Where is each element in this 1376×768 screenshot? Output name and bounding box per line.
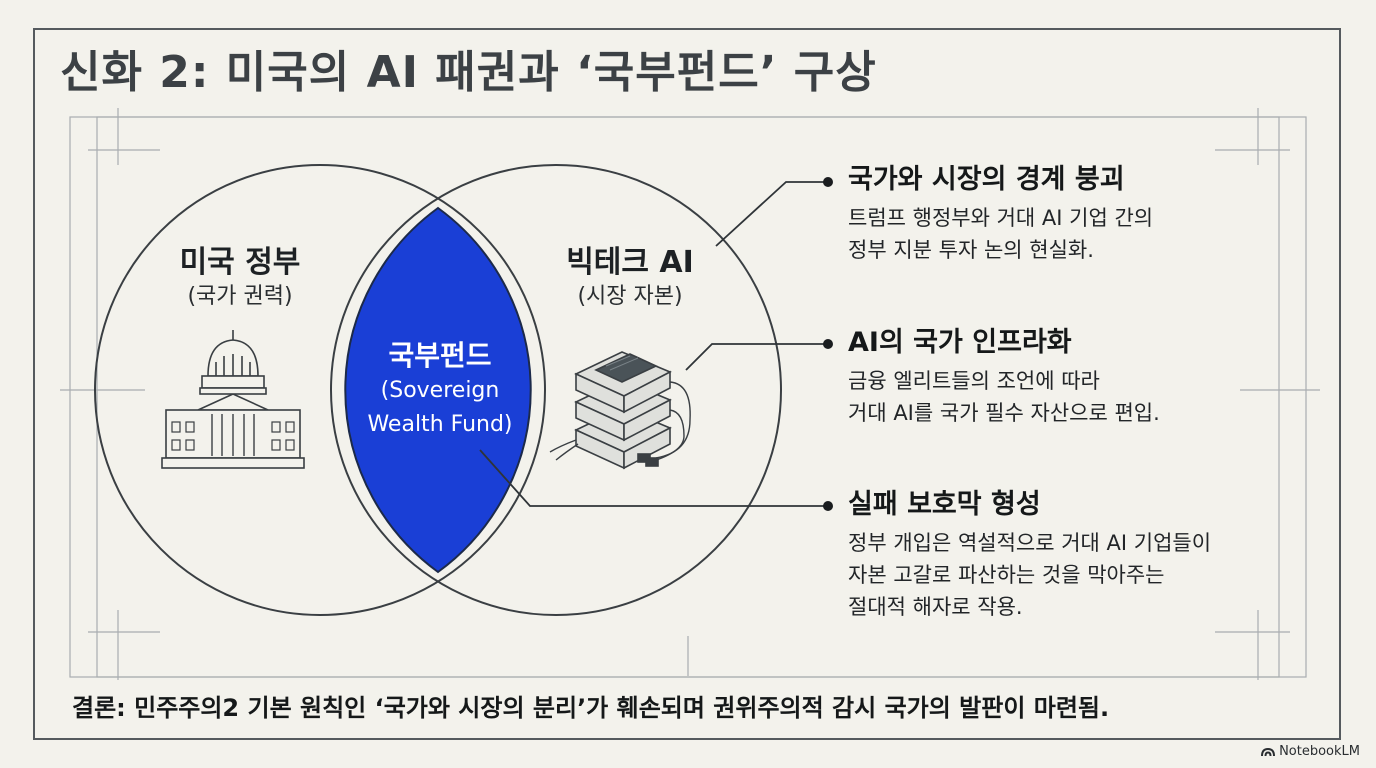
- outer-frame: [33, 28, 1341, 740]
- guide-rect-inner: [96, 116, 1280, 678]
- brand-name: NotebookLM: [1279, 744, 1360, 759]
- blueprint-guides: [60, 108, 1320, 680]
- government-label: 미국 정부 (국가 권력): [150, 244, 330, 312]
- point-3-line-1: 정부 개입은 역설적으로 거대 AI 기업들이: [848, 531, 1212, 555]
- callout-dot-2: [823, 339, 833, 349]
- point-2-line-1: 금융 엘리트들의 조언에 따라: [848, 369, 1100, 393]
- sovereign-fund-label: 국부펀드 (Sovereign Wealth Fund): [330, 338, 550, 442]
- sovereign-fund-title: 국부펀드: [388, 339, 492, 372]
- point-2-line-2: 거대 AI를 국가 필수 자산으로 편입.: [848, 401, 1160, 425]
- point-2-body: 금융 엘리트들의 조언에 따라 거대 AI를 국가 필수 자산으로 편입.: [848, 365, 1160, 429]
- bigtech-circle: [330, 164, 782, 616]
- notebooklm-logo-icon: [1261, 747, 1276, 756]
- conclusion-text: 결론: 민주주의2 기본 원칙인 ‘국가와 시장의 분리’가 훼손되며 권위주의…: [72, 694, 1110, 722]
- government-subtitle: (국가 권력): [187, 284, 293, 309]
- callout-line-1: [715, 181, 826, 247]
- point-2: AI의 국가 인프라화 금융 엘리트들의 조언에 따라 거대 AI를 국가 필수…: [848, 325, 1160, 429]
- point-1-line-1: 트럼프 행정부와 거대 AI 기업 간의: [848, 206, 1154, 230]
- callout-line-3: [479, 449, 826, 507]
- bigtech-label: 빅테크 AI (시장 자본): [540, 244, 720, 312]
- point-1-title: 국가와 시장의 경계 붕괴: [848, 164, 1125, 195]
- point-3-line-3: 절대적 해자로 작용.: [848, 595, 1023, 619]
- government-circle: [94, 164, 546, 616]
- capitol-building-icon: [161, 330, 305, 469]
- bigtech-subtitle: (시장 자본): [577, 284, 683, 309]
- point-1-body: 트럼프 행정부와 거대 AI 기업 간의 정부 지분 투자 논의 현실화.: [848, 202, 1153, 266]
- point-3: 실패 보호막 형성 정부 개입은 역설적으로 거대 AI 기업들이 자본 고갈로…: [848, 487, 1211, 623]
- point-3-body: 정부 개입은 역설적으로 거대 AI 기업들이 자본 고갈로 파산하는 것을 막…: [848, 527, 1211, 623]
- server-stack-icon: [549, 351, 691, 470]
- point-3-line-2: 자본 고갈로 파산하는 것을 막아주는: [848, 563, 1165, 587]
- point-3-title: 실패 보호막 형성: [848, 489, 1041, 520]
- callout-dot-1: [823, 177, 833, 187]
- sovereign-fund-sub-1: (Sovereign: [380, 378, 500, 403]
- brand-watermark: NotebookLM: [1261, 744, 1360, 759]
- government-title: 미국 정부: [179, 245, 301, 280]
- callout-dot-3: [823, 501, 833, 511]
- intersection-lens: [344, 206, 532, 574]
- callout-lines: [479, 181, 826, 507]
- callout-line-2: [685, 343, 826, 371]
- bigtech-title: 빅테크 AI: [566, 245, 694, 280]
- point-2-title: AI의 국가 인프라화: [848, 327, 1072, 358]
- point-1-line-2: 정부 지분 투자 논의 현실화.: [848, 238, 1094, 262]
- page-title: 신화 2: 미국의 AI 패권과 ‘국부펀드’ 구상: [60, 47, 877, 98]
- point-1: 국가와 시장의 경계 붕괴 트럼프 행정부와 거대 AI 기업 간의 정부 지분…: [848, 162, 1153, 266]
- sovereign-fund-sub-2: Wealth Fund): [367, 412, 513, 437]
